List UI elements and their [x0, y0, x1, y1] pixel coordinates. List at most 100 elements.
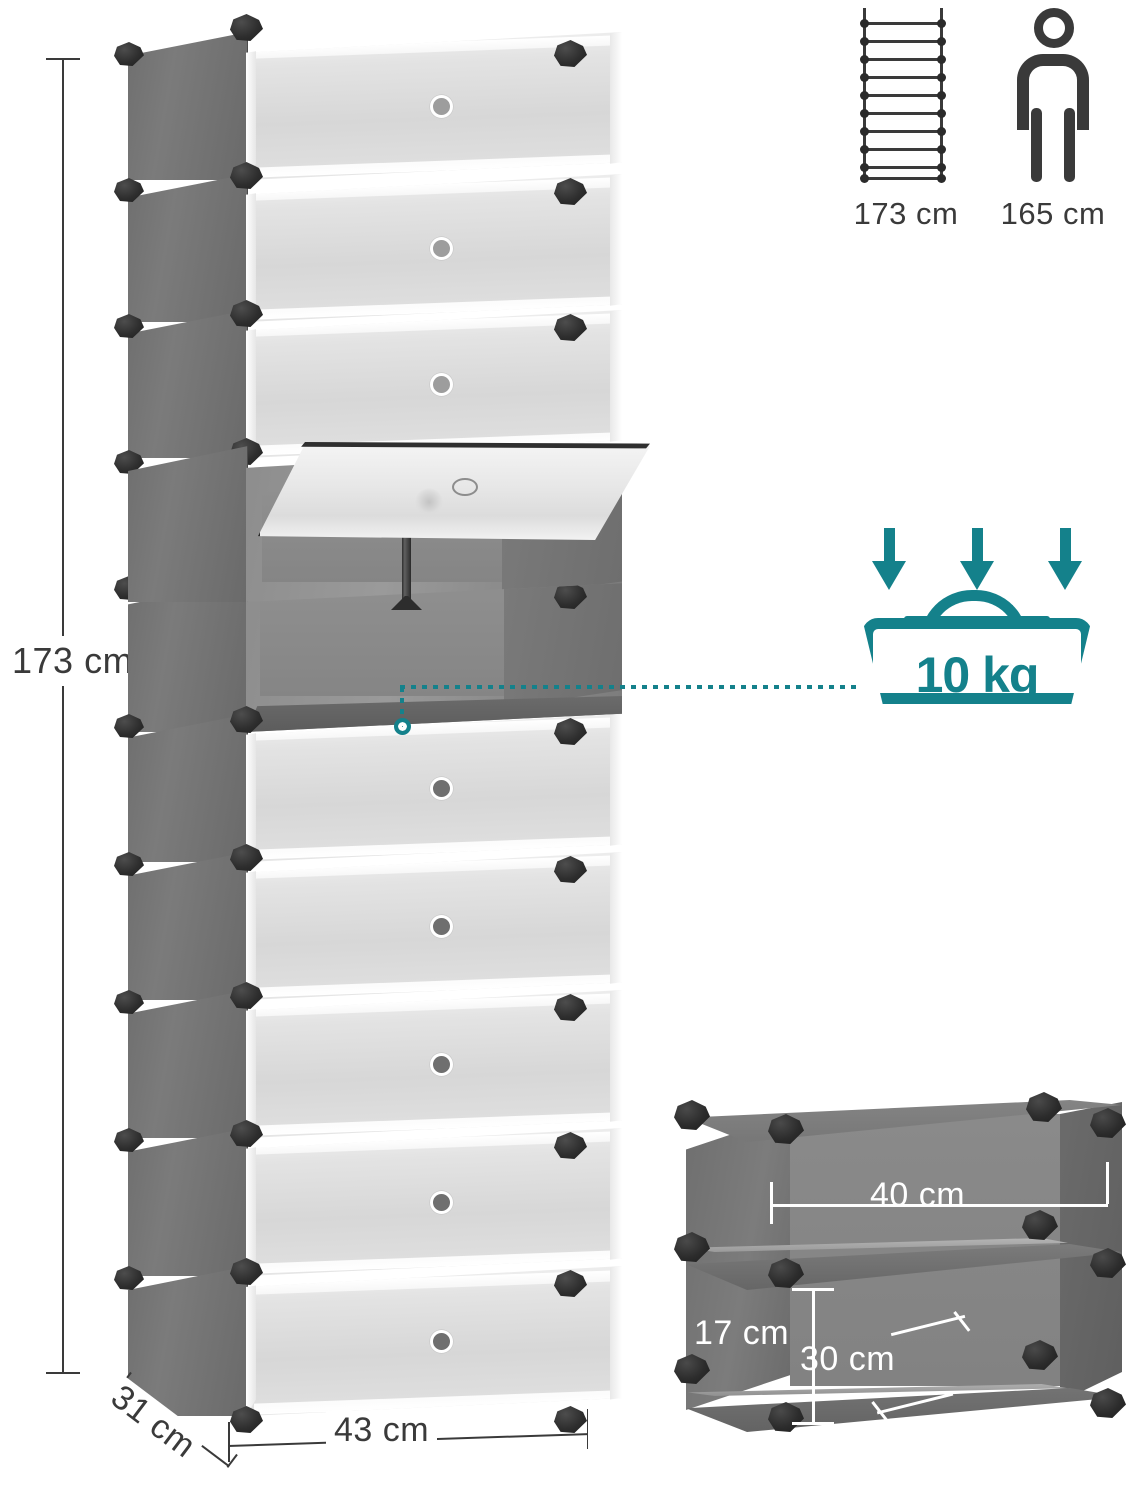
- open-door-flap[interactable]: [258, 444, 650, 540]
- height-dimension-line: [46, 58, 80, 1374]
- person-leg-right: [1064, 108, 1075, 182]
- tier-9: [112, 1128, 622, 1276]
- center-support-post: [402, 516, 411, 602]
- height-tick-bottom: [792, 1422, 834, 1425]
- door-knob-icon[interactable]: [430, 1191, 453, 1214]
- ladder-rung: [863, 166, 943, 169]
- ladder-joint-dot: [860, 55, 869, 64]
- tier-side-panel: [128, 852, 248, 1000]
- ladder-rung: [863, 58, 943, 61]
- ladder-rung: [863, 112, 943, 115]
- tier-1: [112, 32, 622, 180]
- interior-back-panel: [260, 584, 512, 696]
- ladder-joint-dot: [860, 73, 869, 82]
- door-knob-icon[interactable]: [430, 373, 453, 396]
- callout-vertical-dash: [400, 687, 404, 725]
- width-tick-right: [1106, 1162, 1109, 1204]
- ladder-joint-dot: [937, 91, 946, 100]
- door-knob-icon[interactable]: [430, 95, 453, 118]
- door-knob-icon[interactable]: [430, 237, 453, 260]
- tier-side-panel: [128, 32, 248, 180]
- tier-3: [112, 310, 622, 458]
- ladder-joint-dot: [860, 163, 869, 172]
- person-scale-label: 165 cm: [1000, 196, 1106, 231]
- tier-side-panel: [128, 174, 248, 322]
- bag-top-rim: [904, 616, 1050, 627]
- door-right-edge: [610, 174, 622, 306]
- width-dimension-label: 43 cm: [326, 1411, 438, 1450]
- ladder-icon: [860, 8, 946, 183]
- height-tick-top: [792, 1288, 834, 1291]
- height-dimension-label: 173 cm: [6, 636, 140, 686]
- door-left-edge: [246, 733, 256, 862]
- down-arrow-icon: [960, 528, 994, 590]
- door-left-edge: [246, 871, 256, 1000]
- ladder-joint-dot: [860, 37, 869, 46]
- door-left-edge: [246, 1009, 256, 1138]
- shoe-rack-tower: [112, 14, 650, 1434]
- width-tick-left: [770, 1182, 773, 1224]
- compartment-depth-label: 30 cm: [800, 1340, 896, 1378]
- tier-door[interactable]: [246, 310, 622, 458]
- tier-6: [112, 714, 622, 862]
- ladder-rung: [863, 94, 943, 97]
- ladder-rung: [863, 130, 943, 133]
- dimension-tick-top: [46, 58, 80, 60]
- flap-top-edge: [301, 442, 650, 449]
- door-knob-icon[interactable]: [430, 1053, 453, 1076]
- ladder-joint-dot: [937, 174, 946, 183]
- ladder-rung: [863, 76, 943, 79]
- callout-anchor-dot: [394, 718, 411, 735]
- ladder-joint-dot: [860, 109, 869, 118]
- ladder-joint-dot: [937, 73, 946, 82]
- tier-side-panel: [128, 580, 248, 732]
- door-right-edge: [610, 32, 622, 164]
- door-right-edge: [610, 310, 622, 442]
- door-left-edge: [246, 51, 256, 180]
- tier-10: [112, 1266, 622, 1416]
- callout-horizontal-dash: [400, 685, 862, 689]
- tier-side-panel: [128, 714, 248, 862]
- door-knob-icon[interactable]: [430, 777, 453, 800]
- down-arrow-icon: [872, 528, 906, 590]
- ladder-joint-dot: [860, 19, 869, 28]
- knob-shadow: [415, 488, 443, 516]
- tier-2: [112, 174, 622, 322]
- dimension-tick-right: [586, 1409, 588, 1449]
- ladder-rung: [863, 40, 943, 43]
- arrow-shaft: [884, 528, 895, 568]
- ladder-joint-dot: [937, 19, 946, 28]
- door-left-edge: [246, 1285, 256, 1416]
- tier-side-panel: [128, 1266, 248, 1416]
- width-dimension-line: 43 cm: [227, 1409, 588, 1463]
- dimension-tick-left: [228, 1422, 230, 1462]
- door-right-edge: [610, 1128, 622, 1260]
- scale-reference-icons: 173 cm 165 cm: [845, 0, 1140, 250]
- tier-4-open: [112, 442, 650, 610]
- tier-side-panel: [128, 446, 248, 602]
- door-knob-icon[interactable]: [430, 915, 453, 938]
- dimension-tick-end: [226, 1453, 238, 1468]
- down-arrow-icon: [1048, 528, 1082, 590]
- arrow-head: [1048, 561, 1082, 590]
- ladder-joint-dot: [937, 37, 946, 46]
- ladder-rung: [863, 177, 943, 180]
- door-knob-icon[interactable]: [430, 1330, 453, 1353]
- arrow-shaft: [972, 528, 983, 568]
- tier-side-panel: [128, 310, 248, 458]
- person-icon: [1003, 8, 1103, 183]
- ladder-joint-dot: [860, 174, 869, 183]
- ladder-joint-dot: [860, 91, 869, 100]
- arrow-shaft: [1060, 528, 1071, 568]
- ladder-joint-dot: [937, 163, 946, 172]
- person-head: [1034, 8, 1074, 48]
- load-capacity-badge: 10 kg: [862, 528, 1092, 708]
- load-capacity-label: 10 kg: [915, 647, 1040, 703]
- door-right-edge: [610, 852, 622, 984]
- dimension-tick-bottom: [46, 1372, 80, 1374]
- open-door-knob-icon[interactable]: [452, 478, 478, 496]
- tier-7: [112, 852, 622, 1000]
- dimension-stem: [62, 58, 64, 1374]
- compartment-width-label: 40 cm: [870, 1176, 966, 1214]
